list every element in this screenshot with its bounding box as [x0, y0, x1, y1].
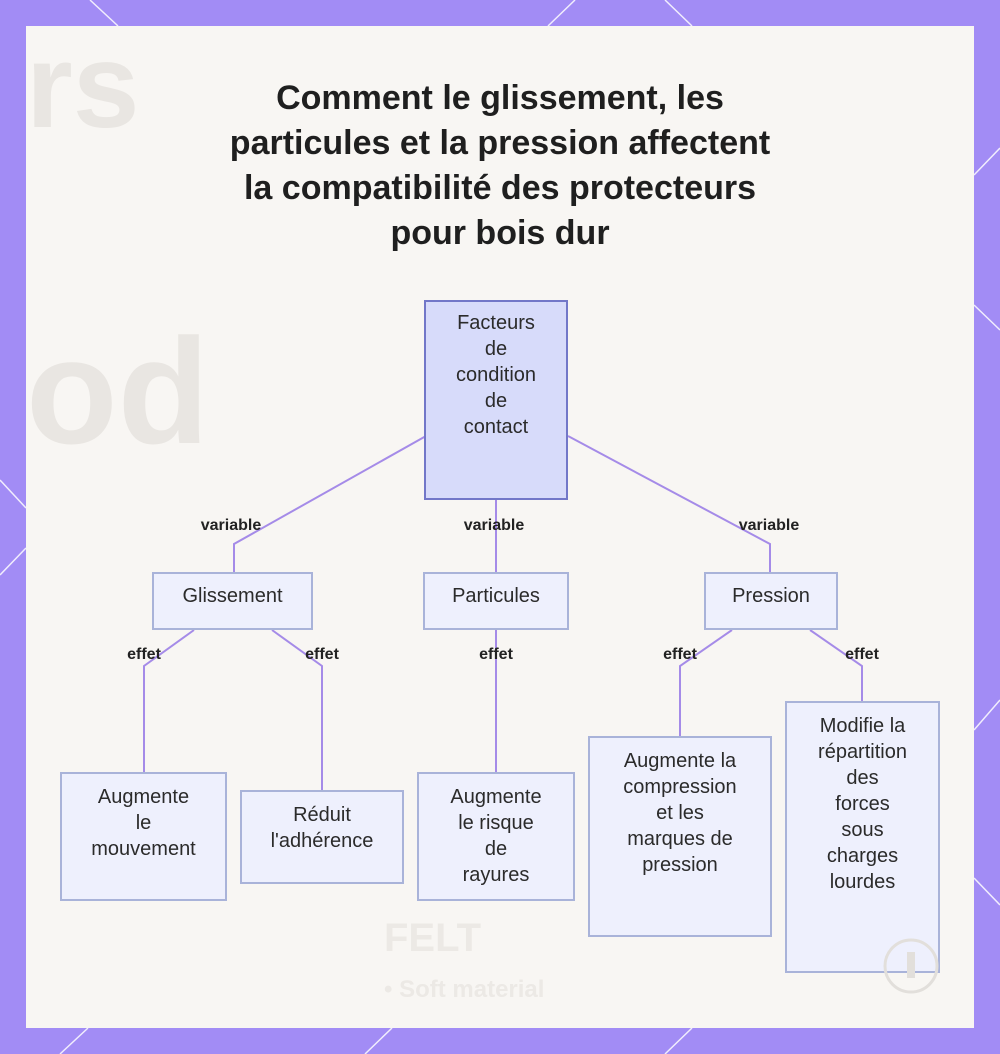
edge-label: effet	[127, 646, 161, 664]
edge-label: effet	[663, 646, 697, 664]
logo-icon	[881, 936, 941, 996]
node-text: sous	[841, 817, 883, 843]
node-text: des	[846, 765, 878, 791]
edge-root-pression	[568, 436, 770, 574]
node-text: pression	[642, 852, 718, 878]
node-pression: Pression	[704, 572, 838, 630]
edge-label: variable	[739, 517, 799, 535]
edge-root-glissement	[234, 436, 426, 574]
node-particules: Particules	[423, 572, 569, 630]
node-text: rayures	[463, 862, 530, 888]
diagram-panel: rs od FELT • Soft material Comment le gl…	[26, 26, 974, 1028]
node-text: Facteurs	[457, 310, 535, 336]
edge-pression-repartition	[810, 630, 862, 703]
edge-label: variable	[464, 517, 524, 535]
node-text: contact	[464, 414, 528, 440]
node-root: Facteurs de condition de contact	[424, 300, 568, 500]
node-text: condition	[456, 362, 536, 388]
node-text: de	[485, 388, 507, 414]
node-text: le	[136, 810, 152, 836]
node-text: forces	[835, 791, 889, 817]
node-reduit-adherence: Réduit l'adhérence	[240, 790, 404, 884]
node-text: marques de	[627, 826, 733, 852]
node-text: Réduit	[293, 802, 351, 828]
node-text: de	[485, 836, 507, 862]
edge-label: effet	[305, 646, 339, 664]
node-text: mouvement	[91, 836, 196, 862]
node-text: le risque	[458, 810, 534, 836]
edge-label: effet	[845, 646, 879, 664]
node-text: lourdes	[830, 869, 896, 895]
edge-label: variable	[201, 517, 261, 535]
node-augmente-compression: Augmente la compression et les marques d…	[588, 736, 772, 937]
node-augmente-mouvement: Augmente le mouvement	[60, 772, 227, 901]
node-augmente-risque: Augmente le risque de rayures	[417, 772, 575, 901]
node-text: répartition	[818, 739, 907, 765]
node-text: Glissement	[182, 583, 282, 609]
node-text: Pression	[732, 583, 810, 609]
node-text: Particules	[452, 583, 540, 609]
node-text: de	[485, 336, 507, 362]
node-text: charges	[827, 843, 898, 869]
node-text: Augmente	[98, 784, 189, 810]
node-text: Augmente	[450, 784, 541, 810]
node-glissement: Glissement	[152, 572, 313, 630]
edge-label: effet	[479, 646, 513, 664]
node-text: Augmente la	[624, 748, 736, 774]
node-text: l'adhérence	[271, 828, 374, 854]
node-text: et les	[656, 800, 704, 826]
node-text: Modifie la	[820, 713, 906, 739]
node-modifie-repartition: Modifie la répartition des forces sous c…	[785, 701, 940, 973]
node-text: compression	[623, 774, 736, 800]
